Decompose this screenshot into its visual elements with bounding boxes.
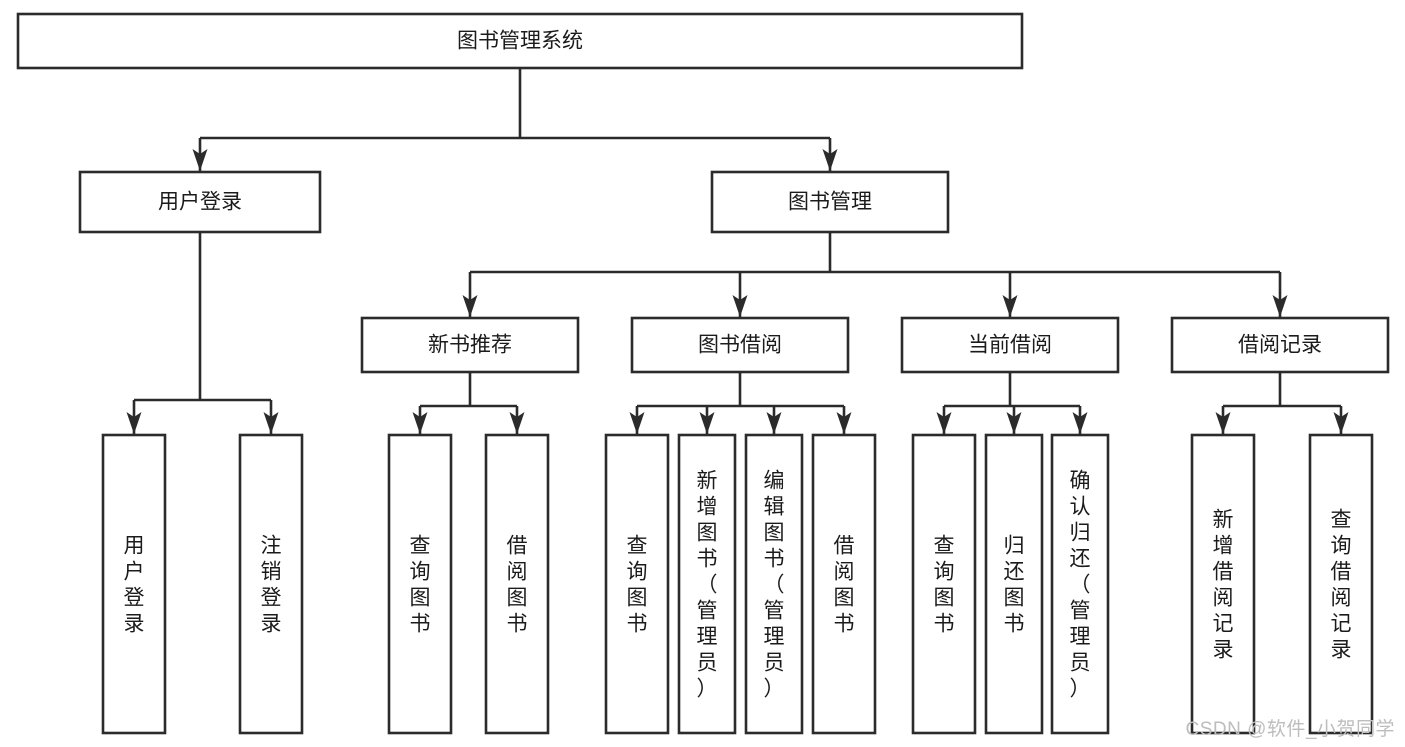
node-layer: 图书管理系统用户登录图书管理新书推荐图书借阅当前借阅借阅记录用户登录注销登录查询…: [16, 12, 1390, 735]
node-box[interactable]: [101, 433, 167, 735]
node-box[interactable]: [16, 12, 1024, 70]
arrow-head-icon: [412, 412, 428, 434]
node-label: 编辑图书（管理员）: [764, 469, 785, 700]
arrow-head-icon: [836, 412, 852, 434]
node-box[interactable]: [1050, 433, 1110, 735]
node-box[interactable]: [677, 433, 737, 735]
node-label: 查询图书: [934, 534, 955, 635]
node-box[interactable]: [78, 170, 322, 234]
arrow-head-icon: [1002, 295, 1018, 317]
node-box[interactable]: [630, 316, 850, 374]
node-label: 用户登录: [124, 534, 145, 635]
arrow-head-icon: [699, 412, 715, 434]
node-leaf-confirm-return[interactable]: 确认归还（管理员）: [1050, 433, 1110, 735]
node-label: 查询图书: [410, 534, 431, 635]
node-label: 新增借阅记录: [1213, 508, 1234, 661]
node-leaf-borrow-book[interactable]: 借阅图书: [811, 433, 877, 735]
watermark-text: CSDN @软件_小贺同学: [1185, 719, 1395, 740]
node-box[interactable]: [238, 433, 304, 735]
node-leaf-query-book-current[interactable]: 查询图书: [911, 433, 977, 735]
node-leaf-borrow-book-recommend[interactable]: 借阅图书: [484, 433, 550, 735]
arrow-head-icon: [766, 412, 782, 434]
node-label: 借阅图书: [834, 534, 855, 635]
node-box[interactable]: [387, 433, 453, 735]
node-current-borrow[interactable]: 当前借阅: [900, 316, 1120, 374]
node-leaf-edit-book[interactable]: 编辑图书（管理员）: [744, 433, 804, 735]
node-user-login[interactable]: 用户登录: [78, 170, 322, 234]
node-leaf-query-borrow-record[interactable]: 查询借阅记录: [1308, 433, 1374, 735]
arrow-head-icon: [732, 295, 748, 317]
arrow-head-icon: [1272, 295, 1288, 317]
node-label: 查询借阅记录: [1331, 508, 1352, 661]
node-label: 图书管理: [788, 191, 872, 214]
node-leaf-user-login[interactable]: 用户登录: [101, 433, 167, 735]
arrow-head-icon: [1333, 412, 1349, 434]
node-leaf-return-book[interactable]: 归还图书: [984, 433, 1044, 735]
arrow-head-icon: [263, 412, 279, 434]
node-leaf-query-book-recommend[interactable]: 查询图书: [387, 433, 453, 735]
node-book-borrow[interactable]: 图书借阅: [630, 316, 850, 374]
node-book-management[interactable]: 图书管理: [710, 170, 950, 234]
node-box[interactable]: [984, 433, 1044, 735]
node-box[interactable]: [1170, 316, 1390, 374]
node-root[interactable]: 图书管理系统: [16, 12, 1024, 70]
node-label: 注销登录: [261, 534, 282, 635]
node-label: 新增图书（管理员）: [697, 469, 718, 700]
node-box[interactable]: [744, 433, 804, 735]
arrow-head-icon: [822, 149, 838, 171]
node-label: 查询图书: [627, 534, 648, 635]
node-label: 借阅记录: [1238, 334, 1322, 357]
node-box[interactable]: [484, 433, 550, 735]
node-label: 归还图书: [1004, 534, 1025, 635]
node-leaf-query-book-borrow[interactable]: 查询图书: [604, 433, 670, 735]
arrow-head-icon: [509, 412, 525, 434]
arrow-head-icon: [1072, 412, 1088, 434]
node-box[interactable]: [360, 316, 580, 374]
node-box[interactable]: [811, 433, 877, 735]
connector-layer: [126, 68, 1349, 434]
node-box[interactable]: [911, 433, 977, 735]
node-label: 图书管理系统: [457, 30, 583, 53]
node-label: 当前借阅: [968, 334, 1052, 357]
node-label: 借阅图书: [507, 534, 528, 635]
node-leaf-add-borrow-record[interactable]: 新增借阅记录: [1190, 433, 1256, 735]
node-label: 用户登录: [158, 191, 242, 214]
node-label: 新书推荐: [428, 334, 512, 357]
node-box[interactable]: [900, 316, 1120, 374]
arrow-head-icon: [1215, 412, 1231, 434]
arrow-head-icon: [1006, 412, 1022, 434]
node-box[interactable]: [604, 433, 670, 735]
node-box[interactable]: [1190, 433, 1256, 735]
node-label: 确认归还（管理员）: [1070, 469, 1091, 700]
node-label: 图书借阅: [698, 334, 782, 357]
node-borrow-record[interactable]: 借阅记录: [1170, 316, 1390, 374]
node-leaf-logout[interactable]: 注销登录: [238, 433, 304, 735]
arrow-head-icon: [462, 295, 478, 317]
arrow-head-icon: [192, 149, 208, 171]
arrow-head-icon: [629, 412, 645, 434]
arrow-head-icon: [936, 412, 952, 434]
node-new-book-recommend[interactable]: 新书推荐: [360, 316, 580, 374]
node-leaf-add-book[interactable]: 新增图书（管理员）: [677, 433, 737, 735]
node-box[interactable]: [710, 170, 950, 234]
arrow-head-icon: [126, 412, 142, 434]
node-box[interactable]: [1308, 433, 1374, 735]
